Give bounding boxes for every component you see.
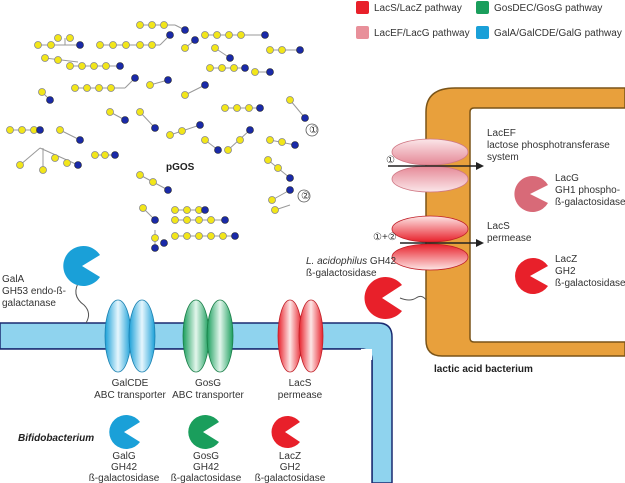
lacs-lactic-label-1: LacS: [487, 221, 510, 232]
lacz-bifido-label-1: LacZ: [279, 451, 301, 462]
acidophilus-label-2: ß-galactosidase: [306, 268, 377, 279]
gosg-label-2: GH42: [193, 462, 220, 473]
gosg-label-3: ß-galactosidase: [171, 473, 242, 483]
legend: LacS/LacZ pathway GosDEC/GosG pathway La…: [356, 1, 622, 39]
gala-label-3: galactanase: [2, 298, 56, 309]
legend-label-gosdec-gosg: GosDEC/GosG pathway: [494, 3, 602, 14]
legend-swatch-lacs-lacz: [356, 1, 369, 14]
lactic-cell-wall: [425, 87, 625, 357]
galcde-label-1: GalCDE: [112, 378, 149, 389]
lacz-bifido-label-3: ß-galactosidase: [255, 473, 326, 483]
pgos-galactose-units: [6, 21, 294, 242]
bifidobacterium: Bifidobacterium GalA GH53 endo-ß- galact…: [0, 246, 393, 483]
acidophilus-enzyme: [364, 277, 402, 320]
galg-enzyme: [109, 415, 140, 449]
gosg-transport-label-1: GosG: [195, 378, 221, 389]
acidophilus-tether: [399, 295, 427, 301]
lacz-lactic-label-1: LacZ: [555, 254, 577, 265]
lacs-bifido-label-1: LacS: [289, 378, 312, 389]
galg-label-3: ß-galactosidase: [89, 473, 160, 483]
gosg-enzyme: [188, 415, 219, 449]
bifido-caption: Bifidobacterium: [18, 433, 94, 444]
gosg-transport-label-2: ABC transporter: [172, 390, 244, 401]
acidophilus-species: L. acidophilus: [306, 256, 367, 267]
pgos-marker-2-label: ②: [301, 191, 310, 202]
legend-label-lacef-lacg: LacEF/LacG pathway: [374, 28, 470, 39]
pgos-marker-2: [297, 189, 311, 203]
lacs-bifido-label-2: permease: [278, 390, 323, 401]
lacg-label-1: LacG: [555, 173, 579, 184]
legend-swatch-lacef-lacg: [356, 26, 369, 39]
galcde-label-2: ABC transporter: [94, 390, 166, 401]
lacg-enzyme: [514, 176, 548, 212]
gala-label-2: GH53 endo-ß-: [2, 286, 66, 297]
pgos-label: pGOS: [166, 162, 195, 173]
gosg-transporter: [182, 299, 234, 373]
pgos-oligosaccharides: pGOS ① ②: [6, 21, 319, 252]
lacs-transporter-bifido: [277, 299, 324, 373]
pgos-linkages: [10, 24, 306, 248]
lacs-lactic-label-2: permease: [487, 233, 532, 244]
lacef-marker: ①: [386, 155, 395, 166]
gala-tether: [75, 279, 90, 324]
lactic-caption: lactic acid bacterium: [434, 364, 533, 375]
acidophilus-gh: GH42: [367, 256, 396, 267]
lacz-lactic-enzyme: [515, 258, 548, 294]
lacg-label-2: GH1 phospho-: [555, 185, 620, 196]
galg-label-2: GH42: [111, 462, 138, 473]
gosg-label-1: GosG: [193, 451, 219, 462]
galcde-transporter: [104, 299, 156, 373]
legend-label-gala-galcde-galg: GalA/GalCDE/GalG pathway: [494, 28, 622, 39]
legend-label-lacs-lacz: LacS/LacZ pathway: [374, 3, 462, 14]
lacs-arrowhead: [476, 239, 484, 247]
pgos-marker-1: [305, 123, 319, 137]
acidophilus-label-1: L. acidophilus GH42: [306, 256, 396, 267]
pgos-marker-1-label: ①: [309, 125, 318, 136]
gala-enzyme: [63, 246, 100, 287]
lacef-arrowhead: [476, 162, 484, 170]
lacg-label-3: ß-galactosidase: [555, 197, 625, 208]
lactic-acid-bacterium: lactic acid bacterium ① LacEF lactose ph…: [306, 87, 625, 375]
lacs-transporter-lactic: [391, 215, 469, 271]
lacz-lactic-label-3: ß-galactosidase: [555, 278, 625, 289]
lacef-label-1: LacEF: [487, 128, 516, 139]
legend-swatch-gosdec-gosg: [476, 1, 489, 14]
lacz-lactic-label-2: GH2: [555, 266, 576, 277]
lacef-label-2: lactose phosphotransferase: [487, 140, 610, 151]
lacz-bifido-enzyme: [271, 416, 300, 448]
lacs-marker: ①+②: [373, 232, 397, 243]
lacz-bifido-label-2: GH2: [280, 462, 301, 473]
pgos-glucose-units: [36, 26, 309, 252]
legend-swatch-gala-galcde-galg: [476, 26, 489, 39]
galg-label-1: GalG: [112, 451, 136, 462]
gala-label-1: GalA: [2, 274, 25, 285]
lacef-label-3: system: [487, 152, 519, 163]
